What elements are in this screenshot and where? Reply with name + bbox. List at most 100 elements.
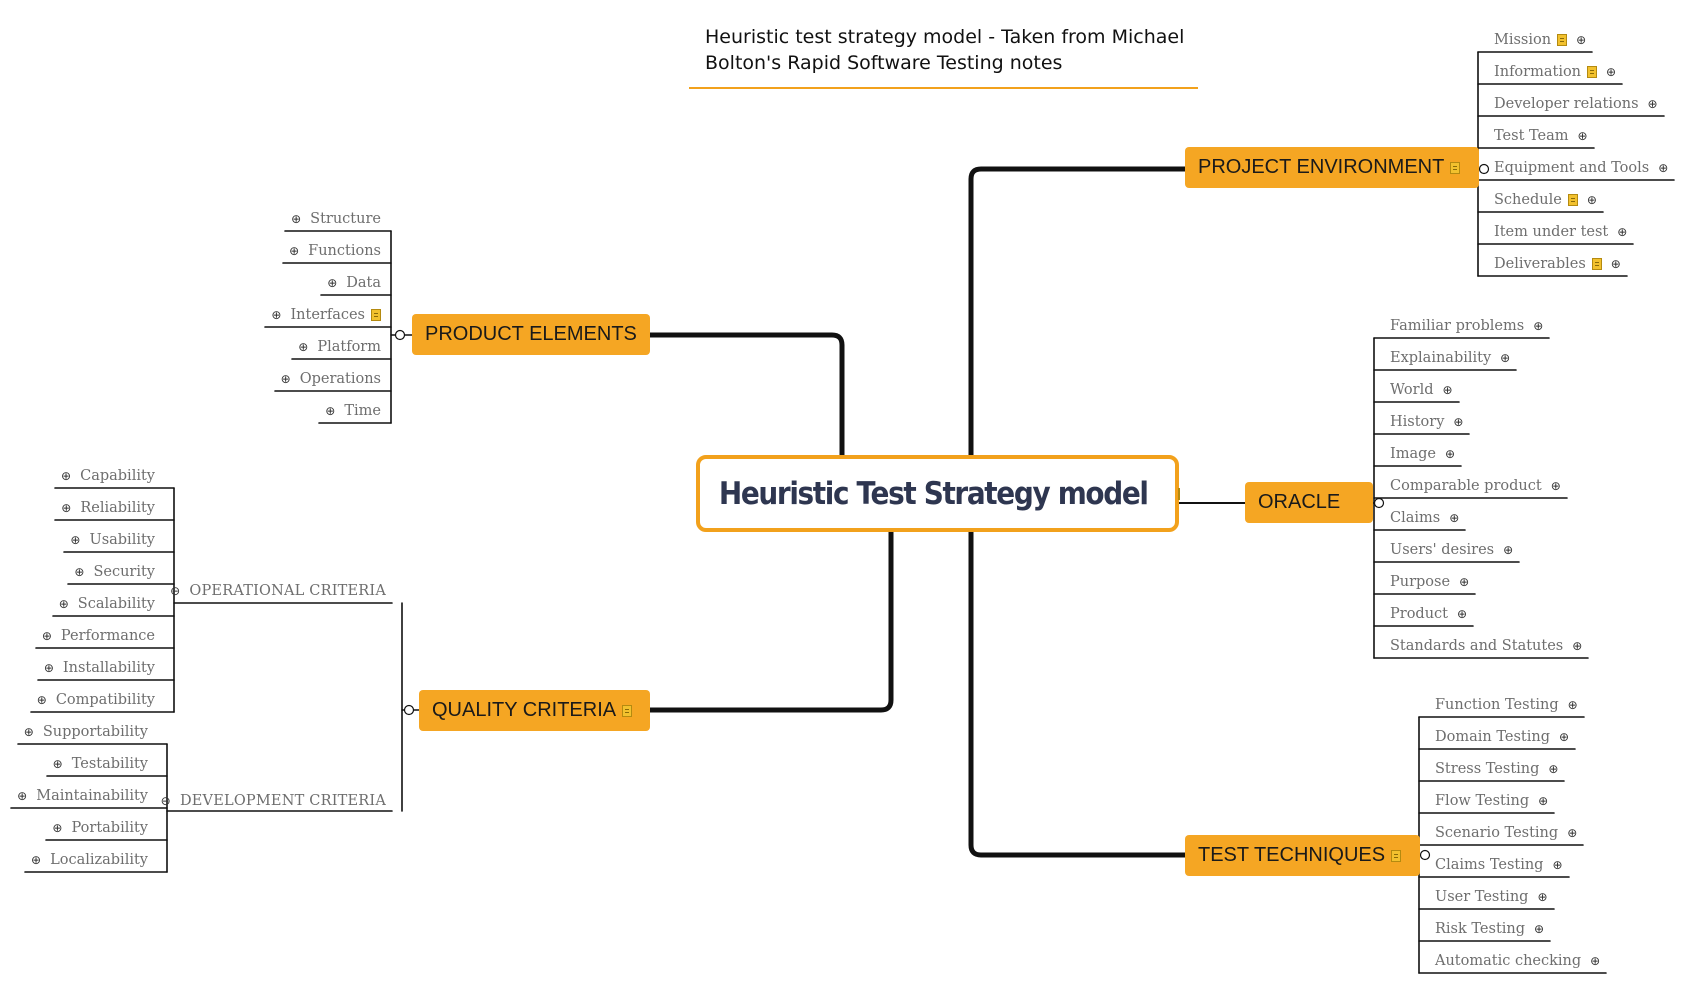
branch-test-techniques[interactable]: TEST TECHNIQUES xyxy=(1185,835,1420,876)
note-icon[interactable] xyxy=(622,704,633,717)
expand-plus-icon[interactable]: ⊕ xyxy=(74,565,85,579)
leaf-flow-testing[interactable]: Flow Testing⊕ xyxy=(1435,792,1548,810)
expand-plus-icon[interactable]: ⊕ xyxy=(1610,257,1621,271)
expand-plus-icon[interactable]: ⊕ xyxy=(1550,479,1561,493)
note-icon[interactable] xyxy=(1587,66,1598,78)
expand-plus-icon[interactable]: ⊕ xyxy=(1590,954,1601,968)
leaf-item-under-test[interactable]: Item under test⊕ xyxy=(1494,223,1627,241)
expand-plus-icon[interactable]: ⊕ xyxy=(1552,858,1563,872)
expand-plus-icon[interactable]: ⊕ xyxy=(1457,607,1468,621)
leaf-information[interactable]: Information⊕ xyxy=(1494,63,1616,81)
leaf-automatic-checking[interactable]: Automatic checking⊕ xyxy=(1435,952,1600,970)
expand-plus-icon[interactable]: ⊕ xyxy=(41,629,52,643)
expand-plus-icon[interactable]: ⊕ xyxy=(1442,383,1453,397)
expand-plus-icon[interactable]: ⊕ xyxy=(327,276,338,290)
leaf-user-testing[interactable]: User Testing⊕ xyxy=(1435,888,1548,906)
leaf-product[interactable]: Product⊕ xyxy=(1390,605,1467,623)
leaf-data[interactable]: ⊕Data xyxy=(327,274,381,292)
expand-plus-icon[interactable]: ⊕ xyxy=(1606,65,1617,79)
note-icon[interactable] xyxy=(1391,849,1402,862)
note-icon[interactable] xyxy=(1567,194,1578,206)
expand-plus-icon[interactable]: ⊕ xyxy=(17,789,28,803)
leaf-comparable-product[interactable]: Comparable product⊕ xyxy=(1390,477,1561,495)
expand-plus-icon[interactable]: ⊕ xyxy=(58,597,69,611)
expand-plus-icon[interactable]: ⊕ xyxy=(280,372,291,386)
collapse-circle-icon[interactable] xyxy=(1419,849,1431,861)
leaf-world[interactable]: World⊕ xyxy=(1390,381,1453,399)
expand-plus-icon[interactable]: ⊕ xyxy=(52,757,63,771)
expand-plus-icon[interactable]: ⊕ xyxy=(1567,698,1578,712)
leaf-localizability[interactable]: ⊕Localizability xyxy=(31,851,148,869)
leaf-explainability[interactable]: Explainability⊕ xyxy=(1390,349,1510,367)
leaf-schedule[interactable]: Schedule⊕ xyxy=(1494,191,1597,209)
expand-plus-icon[interactable]: ⊕ xyxy=(1500,351,1511,365)
central-topic[interactable]: Heuristic Test Strategy model xyxy=(696,455,1180,532)
expand-plus-icon[interactable]: ⊕ xyxy=(1445,447,1456,461)
leaf-familiar-problems[interactable]: Familiar problems⊕ xyxy=(1390,317,1543,335)
expand-plus-icon[interactable]: ⊕ xyxy=(298,340,309,354)
expand-plus-icon[interactable]: ⊕ xyxy=(1548,762,1559,776)
expand-plus-icon[interactable]: ⊕ xyxy=(289,244,300,258)
note-icon[interactable] xyxy=(1177,487,1180,500)
leaf-claims[interactable]: Claims⊕ xyxy=(1390,509,1459,527)
leaf-usability[interactable]: ⊕Usability xyxy=(70,531,155,549)
sub-branch-operational-criteria[interactable]: ⊖OPERATIONAL CRITERIA xyxy=(170,582,386,600)
leaf-structure[interactable]: ⊕Structure xyxy=(291,210,381,228)
expand-plus-icon[interactable]: ⊕ xyxy=(1586,193,1597,207)
note-icon[interactable] xyxy=(371,309,381,321)
leaf-functions[interactable]: ⊕Functions xyxy=(289,242,381,260)
leaf-testability[interactable]: ⊕Testability xyxy=(53,755,148,773)
branch-quality-criteria[interactable]: QUALITY CRITERIA xyxy=(419,690,650,731)
leaf-function-testing[interactable]: Function Testing⊕ xyxy=(1435,696,1578,714)
leaf-interfaces[interactable]: ⊕Interfaces xyxy=(271,306,381,324)
expand-plus-icon[interactable]: ⊕ xyxy=(1572,639,1583,653)
leaf-deliverables[interactable]: Deliverables⊕ xyxy=(1494,255,1621,273)
note-icon[interactable] xyxy=(1591,258,1602,270)
expand-plus-icon[interactable]: ⊕ xyxy=(1459,575,1470,589)
expand-plus-icon[interactable]: ⊕ xyxy=(1577,129,1588,143)
leaf-users-desires[interactable]: Users' desires⊕ xyxy=(1390,541,1513,559)
leaf-equipment-and-tools[interactable]: Equipment and Tools⊕ xyxy=(1494,159,1668,177)
expand-plus-icon[interactable]: ⊕ xyxy=(271,308,282,322)
expand-plus-icon[interactable]: ⊕ xyxy=(1533,319,1544,333)
collapse-circle-icon[interactable]: ⊖ xyxy=(160,794,171,808)
leaf-purpose[interactable]: Purpose⊕ xyxy=(1390,573,1469,591)
expand-plus-icon[interactable]: ⊕ xyxy=(1647,97,1658,111)
collapse-circle-icon[interactable] xyxy=(1478,163,1490,175)
leaf-test-team[interactable]: Test Team⊕ xyxy=(1494,127,1588,145)
leaf-reliability[interactable]: ⊕Reliability xyxy=(61,499,155,517)
leaf-operations[interactable]: ⊕Operations xyxy=(281,370,381,388)
note-icon[interactable] xyxy=(1450,161,1461,174)
leaf-developer-relations[interactable]: Developer relations⊕ xyxy=(1494,95,1658,113)
leaf-maintainability[interactable]: ⊕Maintainability xyxy=(17,787,148,805)
collapse-circle-icon[interactable] xyxy=(1373,497,1385,509)
expand-plus-icon[interactable]: ⊕ xyxy=(1538,794,1549,808)
leaf-stress-testing[interactable]: Stress Testing⊕ xyxy=(1435,760,1558,778)
expand-plus-icon[interactable]: ⊕ xyxy=(70,533,81,547)
expand-plus-icon[interactable]: ⊕ xyxy=(36,693,47,707)
expand-plus-icon[interactable]: ⊕ xyxy=(61,469,72,483)
collapse-circle-icon[interactable]: ⊖ xyxy=(170,584,181,598)
expand-plus-icon[interactable]: ⊕ xyxy=(1559,730,1570,744)
leaf-image[interactable]: Image⊕ xyxy=(1390,445,1455,463)
leaf-time[interactable]: ⊕Time xyxy=(325,402,381,420)
expand-plus-icon[interactable]: ⊕ xyxy=(1537,890,1548,904)
expand-plus-icon[interactable]: ⊕ xyxy=(43,661,54,675)
note-icon[interactable] xyxy=(1557,34,1568,46)
expand-plus-icon[interactable]: ⊕ xyxy=(1658,161,1669,175)
expand-plus-icon[interactable]: ⊕ xyxy=(1449,511,1460,525)
branch-product-elements[interactable]: PRODUCT ELEMENTS xyxy=(412,314,650,355)
leaf-scalability[interactable]: ⊕Scalability xyxy=(59,595,155,613)
expand-plus-icon[interactable]: ⊕ xyxy=(1534,922,1545,936)
expand-plus-icon[interactable]: ⊕ xyxy=(52,821,63,835)
leaf-mission[interactable]: Mission⊕ xyxy=(1494,31,1586,49)
leaf-installability[interactable]: ⊕Installability xyxy=(44,659,155,677)
collapse-circle-icon[interactable] xyxy=(394,329,406,341)
leaf-scenario-testing[interactable]: Scenario Testing⊕ xyxy=(1435,824,1577,842)
expand-plus-icon[interactable]: ⊕ xyxy=(1576,33,1587,47)
leaf-portability[interactable]: ⊕Portability xyxy=(52,819,148,837)
expand-plus-icon[interactable]: ⊕ xyxy=(23,725,34,739)
leaf-history[interactable]: History⊕ xyxy=(1390,413,1463,431)
leaf-risk-testing[interactable]: Risk Testing⊕ xyxy=(1435,920,1544,938)
collapse-circle-icon[interactable] xyxy=(403,704,415,716)
